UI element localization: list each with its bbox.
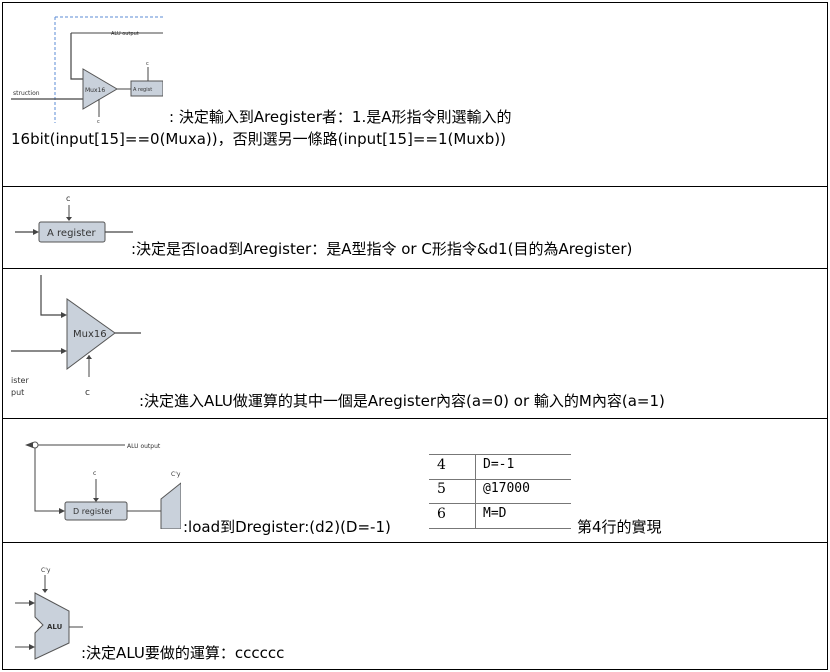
row-1-text-line-1: : 決定輸入到Aregister者：1.是A形指令則選輸入的	[169, 108, 512, 126]
code-line-number: 4	[437, 457, 446, 473]
mux16-label: Mux16	[73, 329, 107, 340]
alu-output-label: ALU output	[111, 31, 139, 37]
alu-input-mux-diagram: Mux16 c ister put	[11, 275, 141, 401]
code-line: 5 @17000	[429, 479, 571, 504]
table-row: c A register :決定是否load到Aregister：是A型指令 o…	[3, 187, 827, 269]
table-row: ALU output struction Mux16 c A regist c …	[3, 3, 827, 187]
row-2-text: :決定是否load到Aregister：是A型指令 or C形指令&d1(目的為…	[131, 240, 633, 258]
table-row: C'y ALU :決定ALU要做的運算：cccccc	[3, 543, 827, 669]
code-line: 4 D=-1	[429, 454, 571, 480]
alu-diagram: C'y ALU	[15, 563, 83, 663]
row-3-text: :決定進入ALU做運算的其中一個是Aregister內容(a=0) or 輸入的…	[139, 392, 665, 410]
row-4-text-right: 第4行的實現	[577, 518, 662, 536]
table-row: Mux16 c ister put :決定進入ALU做運算的其中一個是Aregi…	[3, 269, 827, 419]
a-mux-diagram: ALU output struction Mux16 c A regist c	[11, 13, 163, 123]
control-bit-label: c	[97, 119, 100, 123]
a-register-label: A register	[47, 228, 96, 239]
code-line-number: 5	[437, 481, 446, 497]
register-label: ister	[11, 376, 29, 385]
control-bit-label: c	[66, 194, 70, 203]
alu-label: ALU	[47, 623, 63, 631]
control-bit-label: c	[93, 470, 96, 477]
control-bit-label: c	[85, 388, 90, 398]
mux16-label: Mux16	[85, 87, 105, 94]
code-line-content: M=D	[483, 506, 507, 521]
instruction-label: struction	[13, 90, 40, 97]
table-row: ALU output c D register C'y :load到Dregis…	[3, 419, 827, 543]
a-register-diagram: c A register	[15, 193, 133, 249]
code-line-number: 6	[437, 506, 446, 522]
code-line-content: D=-1	[483, 457, 515, 472]
a-register-label: A regist	[133, 87, 152, 93]
alu-output-label: ALU output	[127, 443, 161, 450]
control-bit-label: C'y	[171, 471, 181, 478]
code-line-content: @17000	[483, 481, 530, 496]
row-1-text-line-2: 16bit(input[15]==0(Muxa))，否則選另一條路(input[…	[11, 130, 506, 148]
d-register-label: D register	[73, 507, 113, 516]
control-bit-label: c	[146, 61, 149, 67]
d-register-diagram: ALU output c D register C'y	[13, 429, 181, 529]
input-label: put	[11, 388, 24, 397]
control-bit-label: C'y	[41, 567, 51, 574]
row-5-text: :決定ALU要做的運算：cccccc	[81, 644, 285, 662]
code-line: 6 M=D	[429, 504, 571, 529]
row-4-text-left: :load到Dregister:(d2)(D=-1)	[183, 518, 391, 536]
